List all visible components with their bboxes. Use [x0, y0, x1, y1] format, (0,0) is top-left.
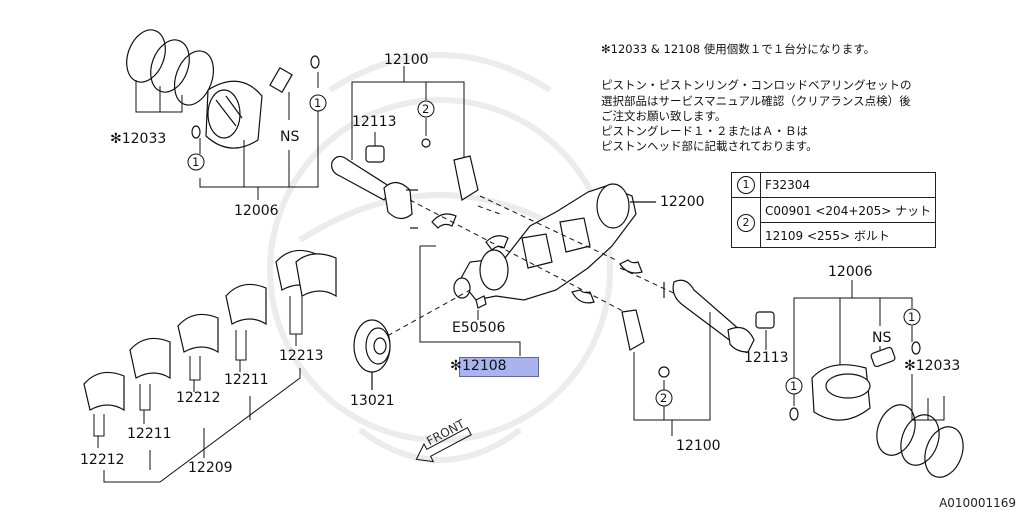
piston-right [789, 341, 921, 421]
bearing-shells-center [431, 213, 643, 304]
svg-text:2: 2 [422, 102, 429, 116]
connecting-rod-upper [331, 138, 479, 229]
piston-rings-right [876, 404, 964, 478]
svg-text:1: 1 [790, 379, 797, 393]
part-12100-top: 12100 [384, 52, 429, 68]
ns-label-right: NS [872, 330, 891, 346]
circled-1-c: 1 [903, 308, 921, 326]
piston-pin-left [269, 67, 293, 93]
connecting-rod-lower [621, 279, 775, 378]
part-12113-right: 12113 [744, 350, 789, 366]
legend-key-2: 2 [737, 213, 755, 232]
main-bearing-shells [83, 249, 337, 412]
leader-lines-top-left [135, 72, 319, 200]
part-12033-left: ✻12033 [110, 131, 166, 147]
svg-text:FRONT: FRONT [424, 416, 467, 448]
legend-table: 1 F32304 2 C00901 <204+205> ナット 12109 <2… [731, 172, 937, 248]
note-line-2: ピストン・ピストンリング・コンロッドベアリングセットの [601, 78, 912, 92]
legend-value-1: F32304 [759, 172, 937, 198]
legend-row-1: 1 F32304 [731, 172, 937, 198]
legend-value-2b: 12109 <255> ボルト [759, 222, 937, 248]
legend-row-2: 2 C00901 <204+205> ナット [731, 197, 937, 248]
circled-2-a: 2 [417, 100, 435, 118]
part-13021: 13021 [350, 393, 395, 409]
svg-text:1: 1 [314, 96, 321, 110]
part-12200: 12200 [660, 194, 705, 210]
piston-left [205, 80, 263, 149]
leader-lines-12100-top [351, 66, 465, 160]
circled-2-b: 2 [655, 389, 673, 407]
note-line-3: 選択部品はサービスマニュアル確認（クリアランス点検）後 [601, 94, 911, 108]
note-line-1: ✻12033 & 12108 使用個数１で１台分になります。 [601, 42, 876, 56]
legend-value-2a: C00901 <204+205> ナット [759, 197, 937, 223]
part-12211-a: 12211 [224, 372, 269, 388]
part-12100-bottom: 12100 [676, 438, 721, 454]
part-12212-b: 12212 [80, 452, 125, 468]
reference-code: A010001169 [939, 496, 1016, 510]
legend-key-1: 1 [737, 176, 755, 194]
highlight-12108[interactable] [459, 357, 539, 377]
svg-text:2: 2 [660, 391, 667, 405]
svg-text:1: 1 [908, 310, 915, 324]
leader-lines-bearings [93, 296, 303, 483]
part-12006-left: 12006 [234, 203, 279, 219]
part-12108-star: ✻ [450, 358, 462, 374]
crankshaft [453, 183, 656, 301]
part-12113-left: 12113 [352, 114, 397, 130]
ns-label-left: NS [280, 129, 299, 145]
part-12211-b: 12211 [127, 426, 172, 442]
leader-lines-12100-bottom [633, 312, 767, 436]
note-line-5: ピストングレード１・２またはＡ・Ｂは [601, 124, 808, 138]
note-line-4: ご注文お願い致します。 [601, 109, 727, 123]
circled-1-a: 1 [309, 94, 327, 112]
svg-text:1: 1 [192, 155, 199, 169]
part-12108[interactable]: 12108 [462, 358, 507, 374]
legend-row-3: 12109 <255> ボルト [732, 222, 937, 248]
part-12213: 12213 [279, 348, 324, 364]
snap-ring-left [191, 55, 320, 139]
part-12006-right: 12006 [828, 264, 873, 280]
dashed-guides [379, 195, 681, 341]
leader-lines-crank [419, 245, 521, 356]
part-e50506: E50506 [452, 320, 505, 336]
note-line-6: ピストンヘッド部に記載されております。 [601, 139, 818, 153]
part-12033-right: ✻12033 [904, 358, 960, 374]
crank-sprocket [353, 319, 391, 390]
piston-rings-left [126, 29, 215, 106]
part-12209: 12209 [188, 460, 233, 476]
circled-1-b: 1 [187, 153, 205, 171]
woodruff-key [475, 295, 487, 309]
part-12212-a: 12212 [176, 390, 221, 406]
circled-1-d: 1 [785, 377, 803, 395]
